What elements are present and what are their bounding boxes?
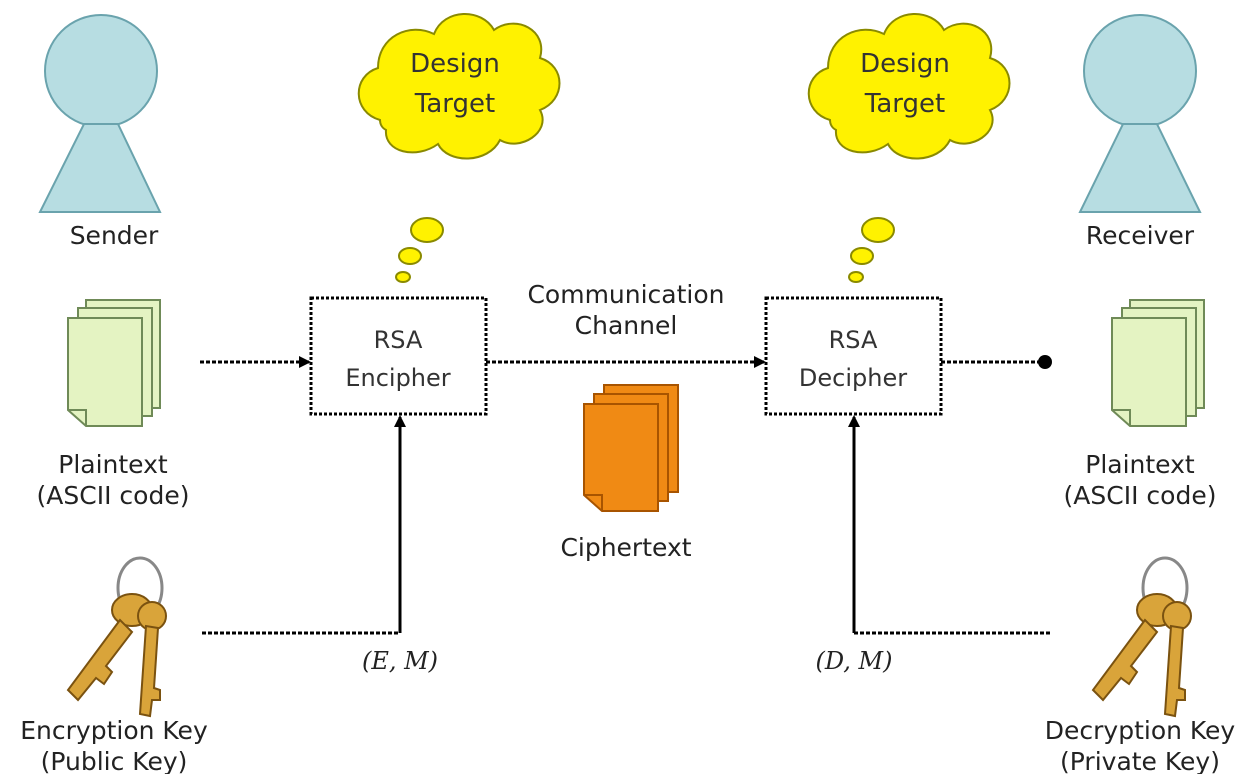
design-target-cloud-left: Design Target xyxy=(357,13,561,283)
decipher-line1: RSA xyxy=(829,326,878,354)
plaintext-document-icon xyxy=(67,299,161,427)
ciphertext-document-icon xyxy=(583,384,679,512)
plaintext-in-label: Plaintext xyxy=(58,450,168,479)
cloud-right-line2: Target xyxy=(864,89,945,119)
plaintext-out-label: Plaintext xyxy=(1085,450,1195,479)
rsa-decipher-box: RSA Decipher xyxy=(764,296,943,416)
encryption-key-icon xyxy=(66,556,167,718)
rsa-encipher-box: RSA Encipher xyxy=(309,296,488,416)
enc-key-sublabel: (Public Key) xyxy=(41,747,188,774)
dec-key-param: (D, M) xyxy=(816,647,893,675)
decryption-key-icon xyxy=(1091,556,1192,718)
dec-key-sublabel: (Private Key) xyxy=(1060,747,1220,774)
decipher-line2: Decipher xyxy=(799,364,907,392)
enc-key-param: (E, M) xyxy=(362,647,438,675)
sender-label: Sender xyxy=(70,221,159,250)
cloud-left-line2: Target xyxy=(414,89,495,119)
channel-label-line2: Channel xyxy=(575,311,678,340)
plaintext-output-document-icon xyxy=(1111,299,1205,427)
encipher-line1: RSA xyxy=(374,326,423,354)
cloud-right-line1: Design xyxy=(860,49,950,79)
plaintext-out-sublabel: (ASCII code) xyxy=(1064,481,1217,510)
sender-person-icon xyxy=(38,14,162,213)
encipher-line2: Encipher xyxy=(345,364,450,392)
flow-lines xyxy=(200,355,1052,635)
channel-label-line1: Communication xyxy=(527,280,724,309)
design-target-cloud-right: Design Target xyxy=(807,13,1011,283)
cloud-left-line1: Design xyxy=(410,49,500,79)
plaintext-output-dot xyxy=(1038,355,1052,369)
enc-key-label: Encryption Key xyxy=(20,716,208,745)
plaintext-in-sublabel: (ASCII code) xyxy=(37,481,190,510)
receiver-label: Receiver xyxy=(1086,221,1195,250)
dec-key-label: Decryption Key xyxy=(1045,716,1236,745)
receiver-person-icon xyxy=(1078,14,1202,213)
ciphertext-label: Ciphertext xyxy=(560,533,691,562)
